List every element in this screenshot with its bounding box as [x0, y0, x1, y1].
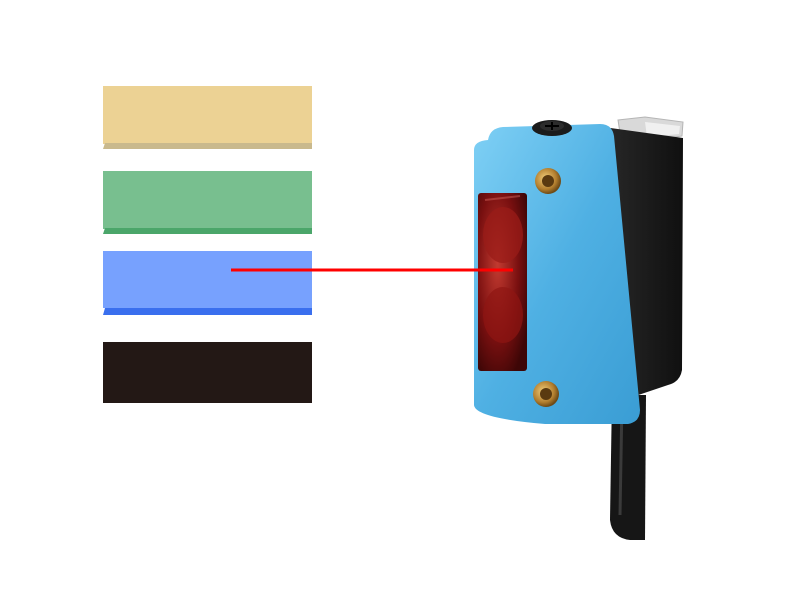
- swatch-edge: [103, 143, 312, 149]
- color-swatch-tan: [103, 86, 312, 149]
- color-swatch-blue: [103, 251, 312, 315]
- swatch-face: [103, 251, 312, 308]
- color-swatch-green: [103, 171, 312, 234]
- swatch-face: [103, 86, 312, 144]
- swatch-edge: [103, 308, 312, 315]
- mount-screw-icon: [533, 381, 559, 407]
- swatch-edge: [103, 228, 312, 234]
- color-swatch-black: [103, 342, 312, 403]
- swatch-face: [103, 171, 312, 229]
- mount-screw-icon: [535, 168, 561, 194]
- swatch-face: [103, 342, 312, 403]
